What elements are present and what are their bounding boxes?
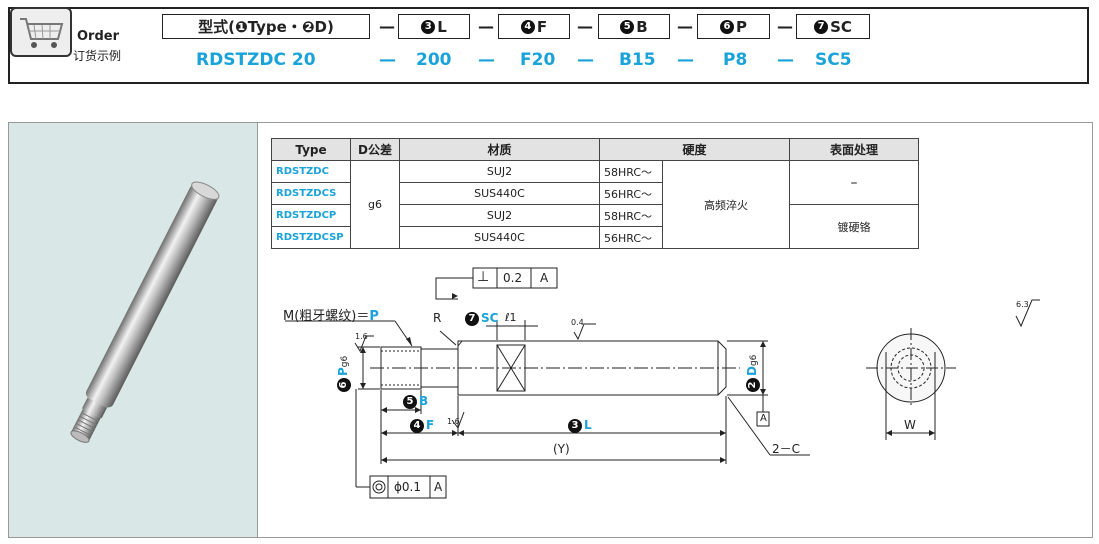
- roughness-1-6: 1.6: [447, 417, 460, 426]
- datum-label: A: [434, 480, 443, 494]
- cart-icon: [10, 7, 72, 57]
- dash: —: [379, 50, 396, 70]
- roughness-0-4: 0.4: [571, 318, 584, 327]
- hardness-cell: 56HRC～: [599, 226, 663, 249]
- order-example-box: [8, 7, 1089, 84]
- dash: —: [379, 17, 395, 36]
- material-cell: SUS440C: [399, 182, 600, 205]
- col-hardness: 硬度: [599, 138, 790, 161]
- col-type: Type: [271, 138, 351, 161]
- datum-a-label: A: [760, 413, 767, 424]
- value-sc: SC5: [815, 50, 852, 70]
- hardening-cell: 高频淬火: [662, 160, 790, 249]
- material-cell: SUS440C: [399, 226, 600, 249]
- dash: —: [577, 50, 594, 70]
- p-dimension-label: 6Pg6: [336, 356, 351, 392]
- l1-label: ℓ1: [505, 311, 517, 324]
- header-type-d: 型式(❶Type・❷D): [162, 14, 370, 39]
- dash: —: [577, 17, 593, 36]
- surface-cell: –: [789, 160, 919, 205]
- coaxiality-value: ϕ0.1: [394, 480, 421, 494]
- w-dimension-label: W: [904, 418, 916, 432]
- value-p: P8: [723, 50, 748, 70]
- thread-label: M(粗牙螺纹)＝P: [283, 309, 379, 324]
- dash: —: [777, 17, 793, 36]
- roughness-6-3: 6.3: [1016, 300, 1029, 309]
- dash: —: [478, 50, 495, 70]
- dash: —: [777, 50, 794, 70]
- spec-table: Type D公差 材质 硬度 表面处理 RDSTZDC g6 SUJ2 58HR…: [271, 138, 919, 249]
- perpendicularity-symbol: ⊥: [477, 269, 490, 285]
- value-f: F20: [520, 50, 556, 70]
- value-type: RDSTZDC 20: [196, 50, 316, 70]
- dash: —: [478, 17, 494, 36]
- spec-panel: [8, 122, 1093, 538]
- value-l: 200: [416, 50, 452, 70]
- product-photo: [9, 123, 258, 537]
- value-b: B15: [619, 50, 656, 70]
- chamfer-label: 2－C: [772, 442, 801, 456]
- hardness-cell: 58HRC～: [599, 204, 663, 227]
- type-cell: RDSTZDCSP: [271, 226, 351, 249]
- col-d-tolerance: D公差: [350, 138, 400, 161]
- y-dimension-label: (Y): [553, 442, 570, 456]
- surface-cell: 镀硬铬: [789, 204, 919, 249]
- d-dimension-label: 2Dg6: [745, 355, 760, 392]
- order-title: Order: [77, 29, 119, 44]
- hardness-cell: 58HRC～: [599, 160, 663, 183]
- perpendicularity-value: 0.2: [503, 271, 523, 285]
- roughness-1-6: 1.6: [355, 332, 368, 341]
- order-title-cn: 订货示例: [73, 49, 122, 63]
- r-label: R: [433, 311, 442, 325]
- dash: —: [677, 50, 694, 70]
- dash: —: [677, 17, 693, 36]
- datum-label: A: [540, 271, 549, 285]
